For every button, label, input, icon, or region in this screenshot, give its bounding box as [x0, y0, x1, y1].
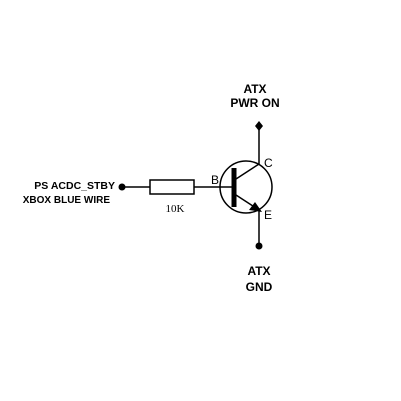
- bottom-terminal-label-line2: GND: [246, 280, 273, 294]
- input-label-line1: PS ACDC_STBY: [34, 180, 115, 192]
- bottom-terminal-label-line1: ATX: [247, 264, 270, 278]
- top-terminal-label-line1: ATX: [243, 82, 266, 96]
- input-label-line2: XBOX BLUE WIRE: [23, 195, 111, 206]
- bottom-terminal-dot: [255, 242, 263, 250]
- collector-pin-label: C: [264, 156, 273, 170]
- resistor-body: [149, 179, 195, 195]
- resistor-value-label: 10K: [166, 203, 185, 215]
- emitter-pin-label: E: [264, 208, 272, 222]
- base-pin-label: B: [211, 173, 219, 187]
- top-terminal-label-line2: PWR ON: [230, 96, 279, 110]
- transistor-collector-lead: [235, 163, 260, 180]
- transistor-emitter-arrow: [249, 202, 262, 212]
- top-terminal-diamond: [255, 121, 263, 131]
- transistor-body: [219, 160, 273, 214]
